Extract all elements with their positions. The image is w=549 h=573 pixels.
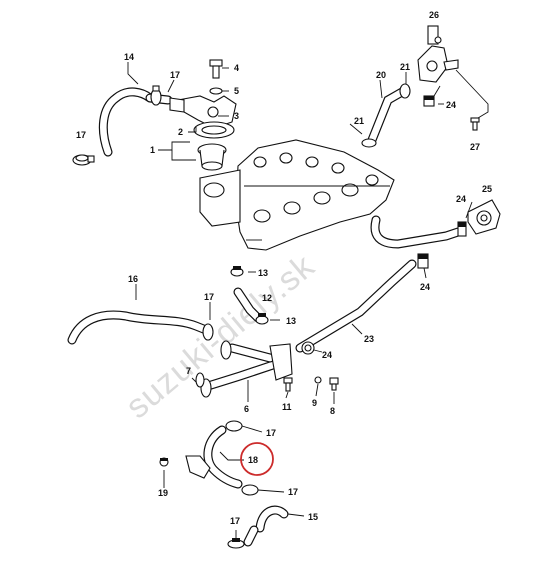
callout-19: 19 [158, 488, 168, 498]
clamp-21-upper [399, 83, 411, 99]
callout-17-e: 17 [288, 487, 298, 497]
bolt-4 [209, 59, 223, 79]
callout-27: 27 [470, 142, 480, 152]
clamp-17-left [72, 154, 95, 166]
hose-16 [67, 310, 211, 345]
thermostat-cap [169, 95, 237, 129]
flange-25 [467, 199, 501, 235]
callout-15: 15 [308, 512, 318, 522]
callout-labels: 26 14 17 4 5 3 2 1 17 20 21 24 21 27 24 … [76, 10, 492, 526]
clamp-24-lower [301, 341, 315, 355]
callout-1: 1 [150, 145, 155, 155]
callout-16: 16 [128, 274, 138, 284]
hose-13 [233, 287, 263, 323]
callout-9: 9 [312, 398, 317, 408]
plug-8 [329, 377, 339, 391]
water-fitting-26 [417, 25, 459, 83]
bolt-11 [283, 377, 293, 392]
washer-5 [209, 87, 223, 95]
callout-18: 18 [248, 455, 258, 465]
bracket-18 [185, 455, 211, 479]
callout-24-a: 24 [446, 100, 456, 110]
callout-24-b: 24 [456, 194, 466, 204]
clamp-17-hose18-bottom [241, 484, 259, 496]
thermostat-2 [197, 143, 227, 171]
washer-9 [314, 376, 322, 384]
clamp-24-mid [417, 253, 429, 269]
callout-24-c: 24 [420, 282, 430, 292]
callout-23: 23 [364, 334, 374, 344]
gasket-3 [193, 121, 235, 139]
hose-20 [367, 87, 407, 145]
callout-14: 14 [124, 52, 134, 62]
hose-22 [370, 215, 463, 249]
callout-24-d: 24 [322, 350, 332, 360]
bolt-19 [159, 457, 169, 467]
clamp-17-top [150, 85, 162, 106]
callout-13-a: 13 [258, 268, 268, 278]
callout-8: 8 [330, 406, 335, 416]
clamp-13-lower [255, 313, 269, 325]
highlight-circle-18 [240, 442, 274, 476]
callout-21-b: 21 [354, 116, 364, 126]
clamp-17-hose16 [202, 323, 214, 341]
callout-5: 5 [234, 86, 239, 96]
clamp-7 [195, 372, 205, 388]
callout-26: 26 [429, 10, 439, 20]
clamp-13-top [230, 266, 244, 277]
callout-17-d: 17 [266, 428, 276, 438]
callout-13-b: 13 [286, 316, 296, 326]
clamp-24-top [423, 95, 435, 107]
leader-27-bracket [455, 69, 489, 119]
leader-26-24-27 [433, 85, 441, 97]
bolt-27 [470, 117, 480, 131]
callout-17-b: 17 [76, 130, 86, 140]
watermark: suzuki-diely.sk [119, 247, 322, 426]
callout-25: 25 [482, 184, 492, 194]
clamp-24-right [457, 221, 467, 237]
callout-11: 11 [282, 402, 292, 412]
pipe-23 [295, 259, 417, 353]
leader-lines [127, 62, 473, 540]
callout-4: 4 [234, 63, 239, 73]
callout-17-f: 17 [230, 516, 240, 526]
callout-3: 3 [234, 111, 239, 121]
callout-20: 20 [376, 70, 386, 80]
callout-17-a: 17 [170, 70, 180, 80]
clamp-17-hose18-top [225, 420, 243, 432]
callout-17-c: 17 [204, 292, 214, 302]
hose-15 [243, 505, 289, 547]
callout-21-a: 21 [400, 62, 410, 72]
callout-2: 2 [178, 127, 183, 137]
intake-manifold [199, 139, 395, 251]
clamp-21-lower [361, 138, 377, 148]
callout-12: 12 [262, 293, 272, 303]
hose-18 [203, 425, 243, 489]
callout-6: 6 [244, 404, 249, 414]
callout-7: 7 [186, 366, 191, 376]
